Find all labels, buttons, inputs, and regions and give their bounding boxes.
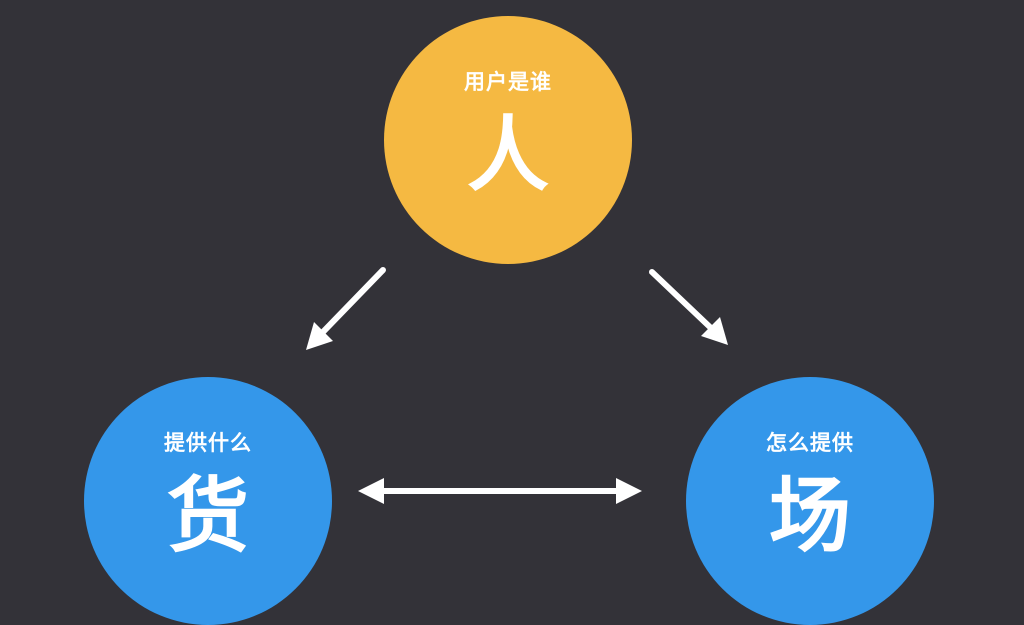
node-venue: 怎么提供 场	[686, 377, 934, 625]
node-venue-label: 场	[768, 469, 851, 564]
node-goods-subtitle: 提供什么	[164, 431, 252, 455]
node-people-label: 人	[466, 108, 549, 203]
node-goods-label: 货	[166, 469, 249, 564]
node-goods: 提供什么 货	[84, 377, 332, 625]
node-venue-subtitle: 怎么提供	[766, 431, 854, 455]
node-people: 用户是谁 人	[384, 16, 632, 264]
node-people-subtitle: 用户是谁	[464, 70, 552, 94]
arrow-top-to-left	[306, 267, 386, 350]
arrow-top-to-right	[649, 269, 728, 345]
arrow-left-right-double	[358, 478, 642, 504]
